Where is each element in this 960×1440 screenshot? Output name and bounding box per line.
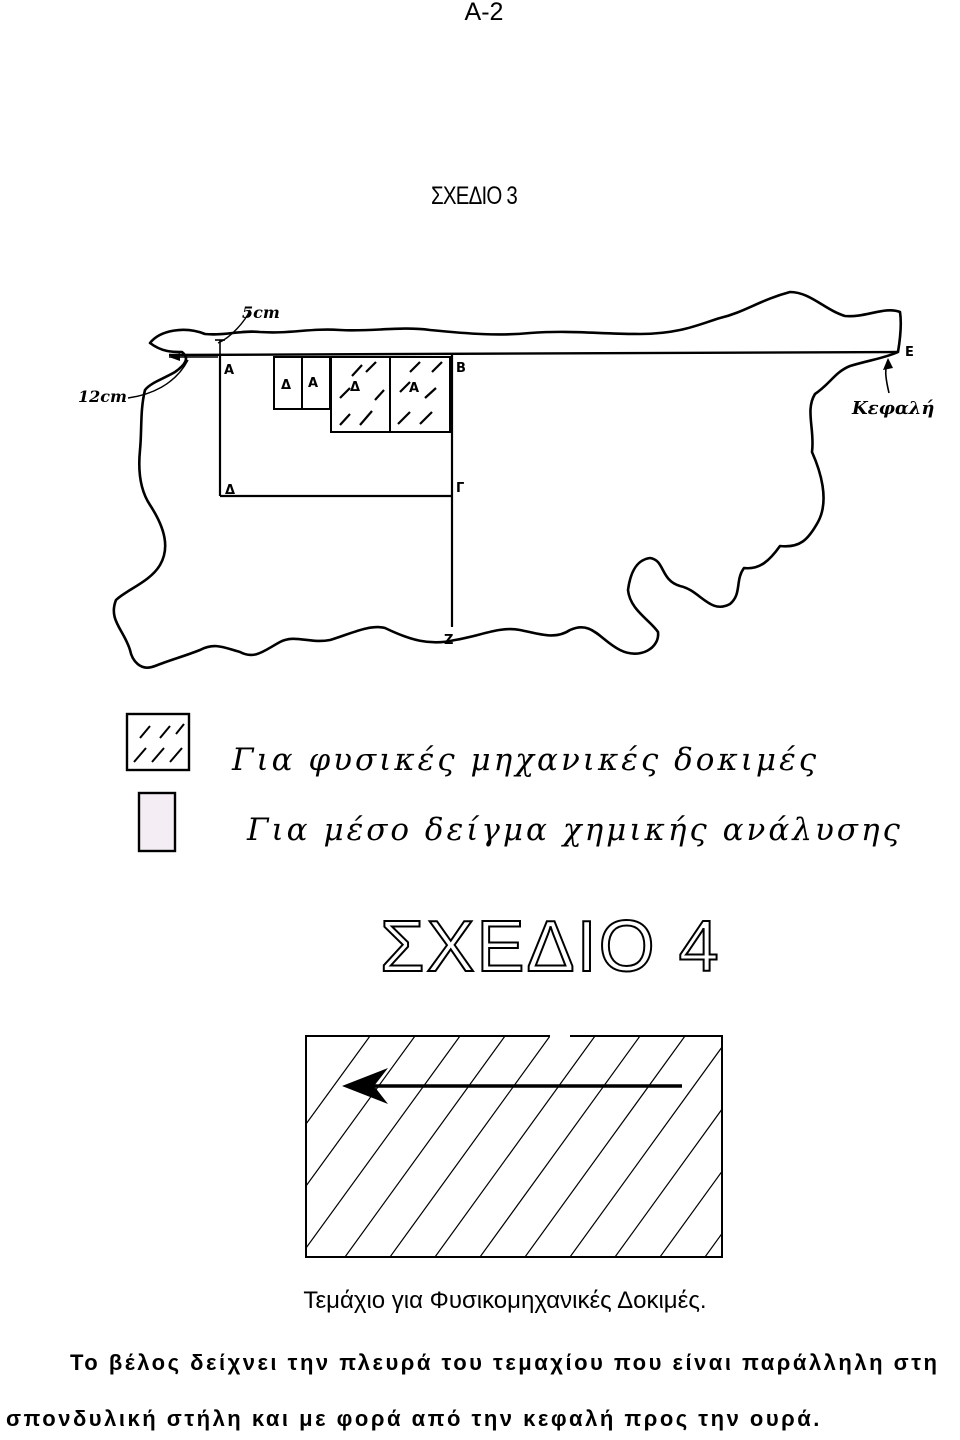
sample-pieces (273, 356, 451, 433)
label-5cm: 5cm (242, 303, 280, 322)
arrow-note-line-2: σπονδυλική στήλη και με φορά από την κεφ… (6, 1406, 822, 1431)
label-hatched-d: Δ (350, 380, 360, 395)
label-12cm: 12cm (78, 387, 127, 406)
label-head: Κεφαλή (851, 398, 934, 419)
label-d: Δ (225, 483, 235, 498)
label-e: E (905, 345, 914, 360)
label-hatched-a: A (409, 381, 419, 396)
hide-outline (112, 290, 903, 669)
page-number: A-2 (464, 0, 504, 26)
label-b: B (456, 361, 466, 376)
legend-plain-text: Για μέσο δείγμα χημικής ανάλυσης (247, 812, 903, 848)
legend-hatched-text: Για φυσικές μηχανικές δοκιμές (232, 742, 820, 778)
legend-hatched-swatch (125, 712, 191, 772)
diagram-4-piece (305, 1030, 723, 1258)
sample-hatching (339, 361, 443, 426)
label-z: Z (444, 633, 453, 648)
label-a: A (224, 363, 234, 378)
diagram-4-caption: Τεμάχιο για Φυσικομηχανικές Δοκιμές. (303, 1287, 707, 1314)
label-small-a: A (308, 376, 318, 391)
cut-lines (127, 309, 899, 627)
arrow-note-line-1: Το βέλος δείχνει την πλευρά του τεμαχίου… (70, 1350, 940, 1375)
direction-arrow-icon (342, 1068, 388, 1104)
legend-plain-swatch (137, 791, 177, 853)
label-small-d: Δ (281, 378, 291, 393)
diagram-4-title: ΣΧΕΔΙΟ 4 (379, 906, 721, 988)
diagram-3-title: ΣΧΕΔΙΟ 3 (431, 182, 518, 210)
label-g: Γ (456, 481, 464, 496)
